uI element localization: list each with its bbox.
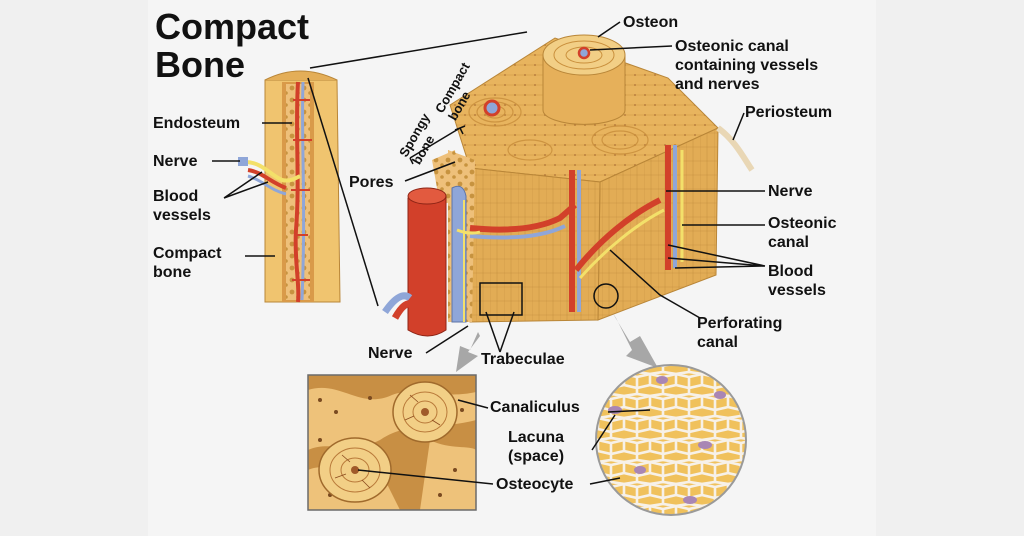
lacuna-zoom-circle bbox=[596, 365, 746, 515]
label-osteonic-canal-top: Osteonic canal containing vessels and ne… bbox=[675, 38, 819, 93]
label-perforating-canal: Perforating canal bbox=[697, 315, 783, 351]
label-osteocyte: Osteocyte bbox=[496, 476, 574, 493]
label-lacuna: Lacuna (space) bbox=[508, 429, 565, 465]
osteon-zoom-panel bbox=[308, 375, 476, 510]
label-osteonic-canal-right: Osteonic canal bbox=[768, 215, 837, 251]
label-nerve-left: Nerve bbox=[153, 153, 198, 170]
long-bone-section bbox=[238, 70, 341, 303]
label-compact-bone-left: Compact bone bbox=[153, 245, 222, 281]
label-nerve-right: Nerve bbox=[768, 183, 813, 200]
zoom-circle-marker bbox=[593, 283, 619, 309]
label-blood-vessels-right: Blood vessels bbox=[768, 263, 826, 299]
label-trabeculae: Trabeculae bbox=[481, 351, 565, 368]
large-vessels bbox=[382, 185, 481, 337]
label-endosteum: Endosteum bbox=[153, 115, 241, 132]
leader-lines bbox=[212, 21, 766, 485]
label-periosteum: Periosteum bbox=[745, 104, 833, 121]
label-osteon: Osteon bbox=[623, 14, 679, 31]
label-nerve-bottom: Nerve bbox=[368, 345, 413, 362]
trabeculae-box bbox=[479, 282, 523, 316]
zoom-arrows bbox=[456, 312, 658, 372]
label-pores: Pores bbox=[349, 174, 394, 191]
label-blood-vessels-left: Blood vessels bbox=[153, 188, 211, 224]
label-canaliculus: Canaliculus bbox=[490, 399, 580, 416]
page-title: Compact Bone bbox=[155, 6, 310, 85]
